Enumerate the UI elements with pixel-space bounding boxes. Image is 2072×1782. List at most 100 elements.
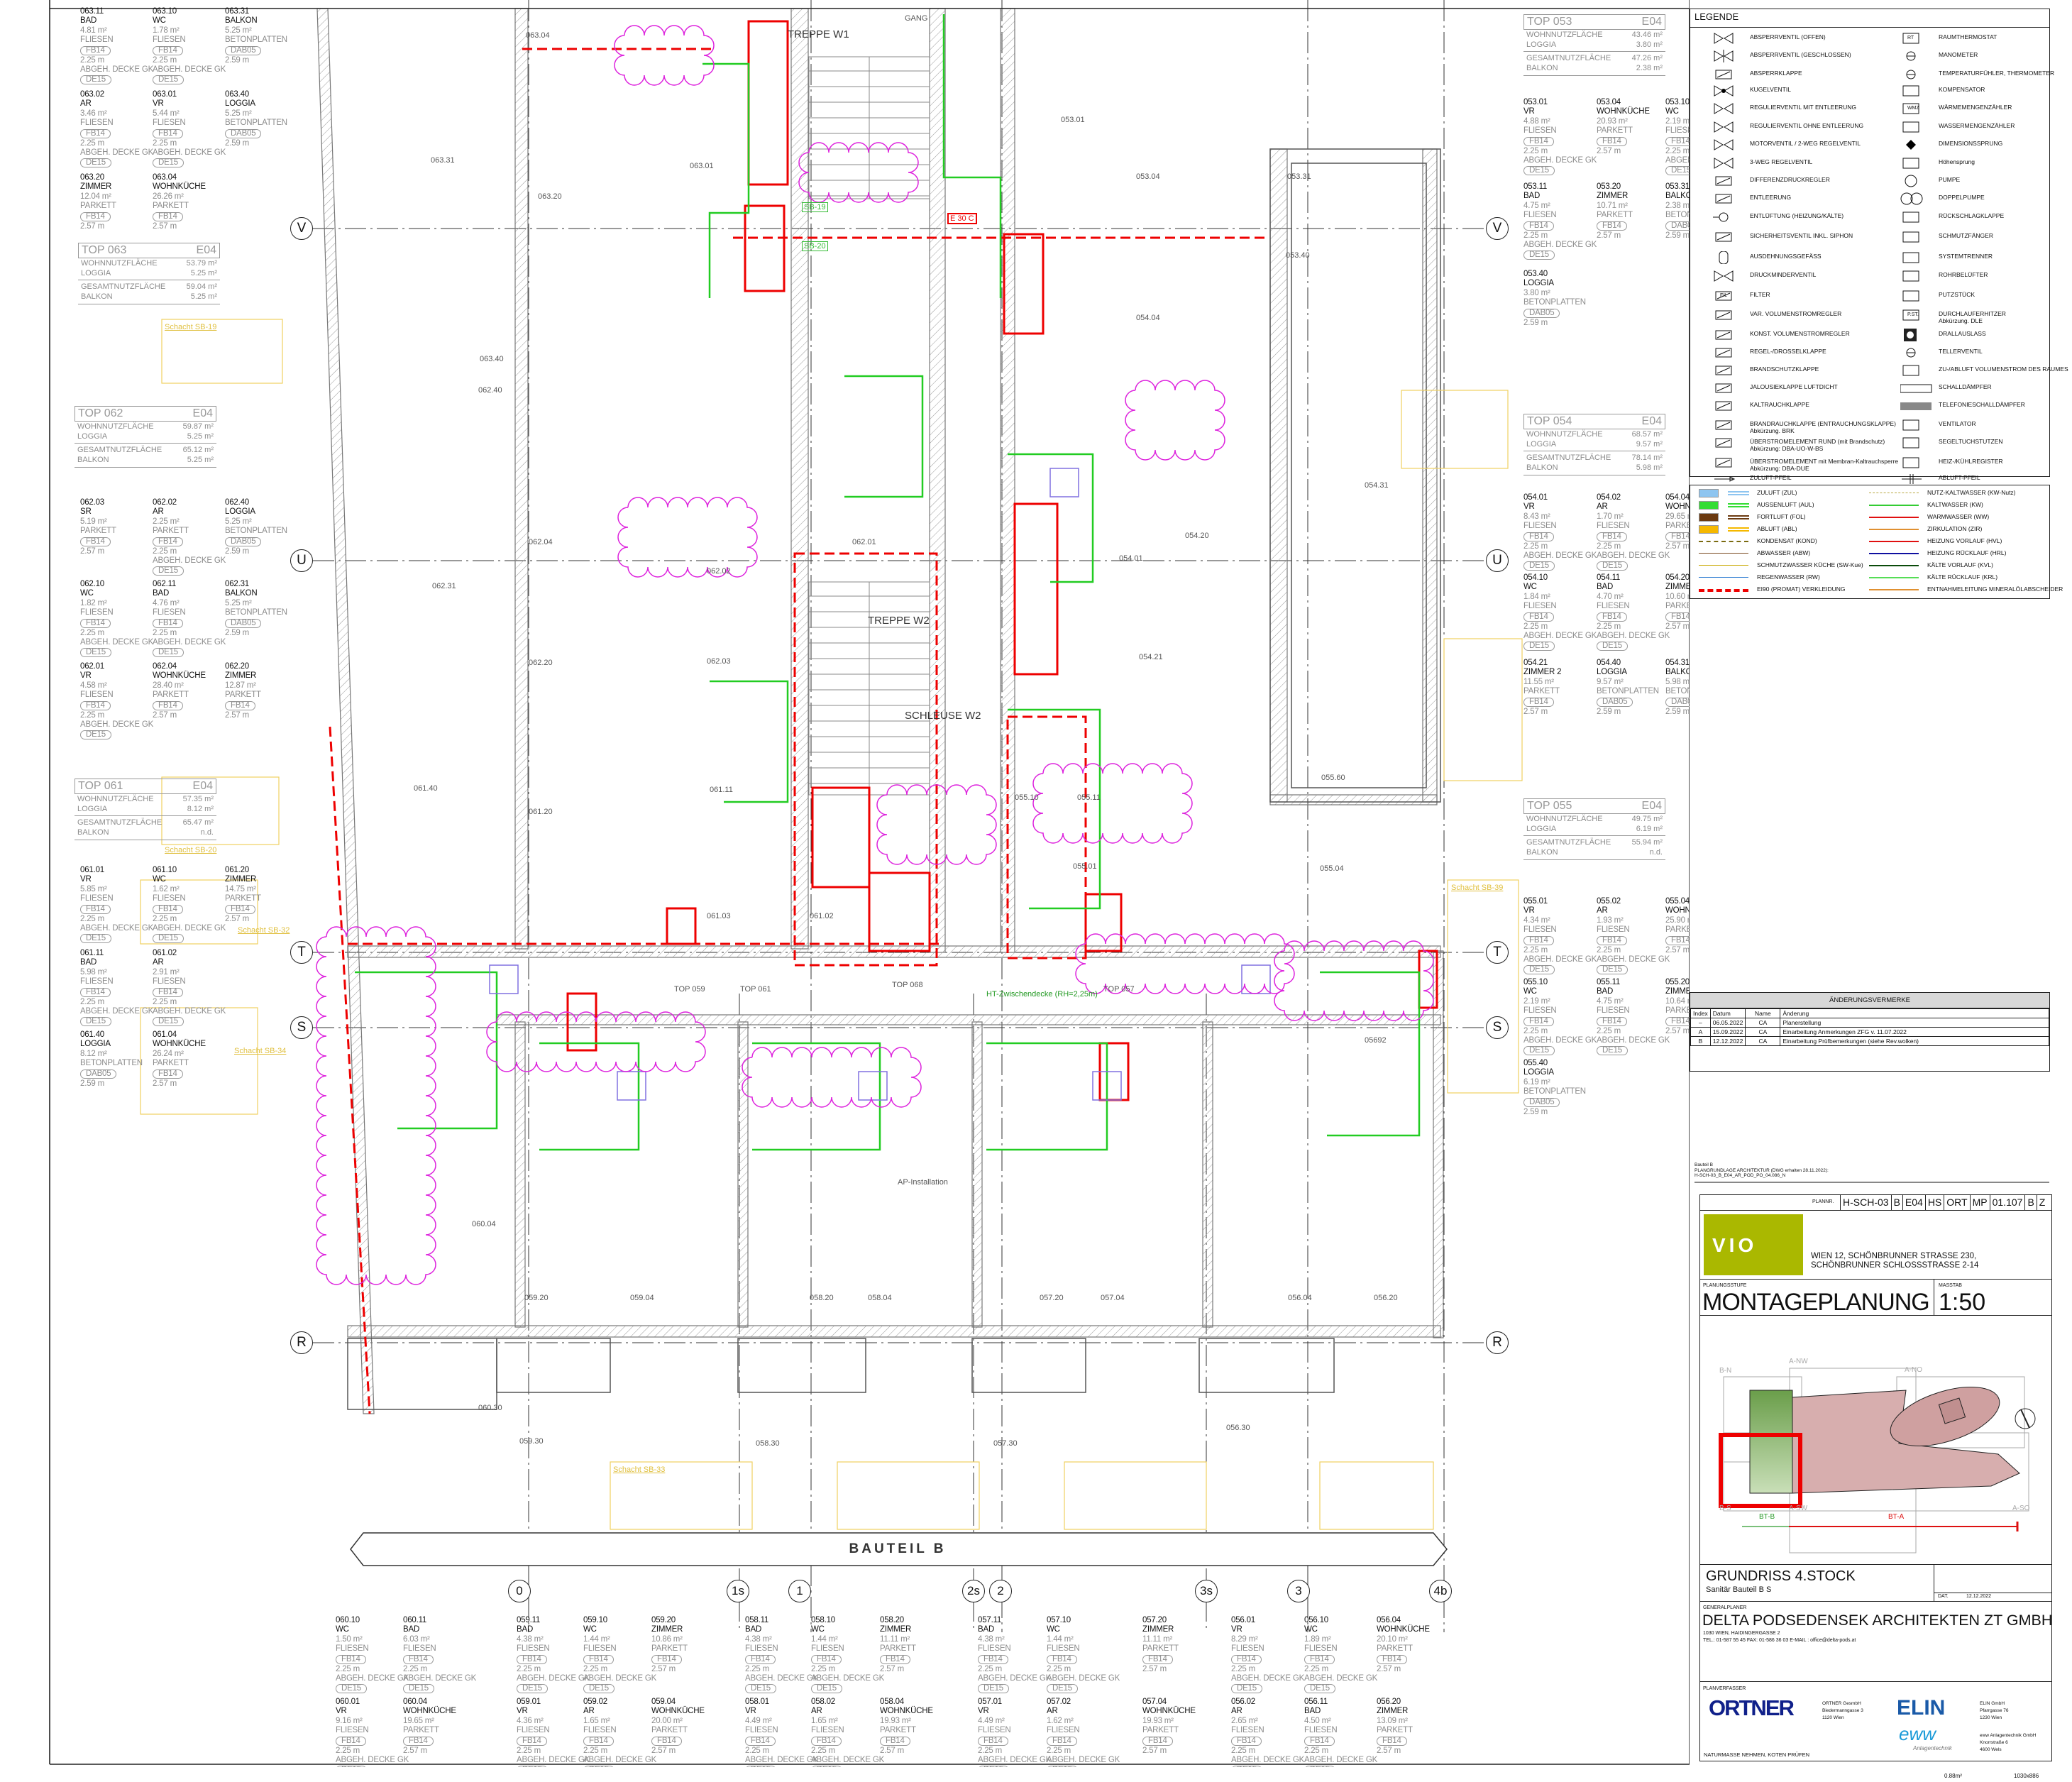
room-line: ABGEH. DECKE GK bbox=[1523, 955, 1597, 964]
room-line: 5.25 m² bbox=[225, 517, 287, 527]
room-line: 2.57 m bbox=[80, 547, 116, 556]
room-height: 2.59 m bbox=[80, 1079, 104, 1088]
address-line-1: WIEN 12, SCHÖNBRUNNER STRASSE 230, bbox=[1811, 1252, 1977, 1260]
room-number: 053.01 bbox=[1523, 98, 1548, 106]
floor-code: FB14 bbox=[1597, 136, 1627, 146]
room-line: 2.25 m bbox=[1523, 622, 1597, 632]
room-line: FB14 bbox=[1665, 612, 1690, 622]
regulating-valve-icon bbox=[1714, 121, 1734, 133]
keyplan-bauteil-a bbox=[1792, 1390, 2020, 1494]
room-line: FB14 bbox=[80, 700, 153, 711]
room-line: ABGEH. DECKE GK bbox=[1523, 1036, 1597, 1045]
floor-finish: PARKETT bbox=[1665, 925, 1690, 935]
room-line: FLIESEN bbox=[1523, 925, 1597, 935]
room-line: FLIESEN bbox=[153, 977, 226, 986]
ceiling-code: DE15 bbox=[336, 1766, 367, 1767]
room-line: BAD bbox=[153, 589, 226, 598]
room-line: PARKETT bbox=[1142, 1726, 1196, 1735]
room-line: 2.59 m bbox=[225, 547, 287, 556]
room-line: FB14 bbox=[651, 1654, 688, 1665]
room-line: 062.40 bbox=[225, 498, 287, 507]
ceiling-type: ABGEH. DECKE GK bbox=[745, 1756, 819, 1765]
room-line: BALKON bbox=[1665, 192, 1690, 201]
line-legend-label: FORTLUFT (FOL) bbox=[1757, 513, 1806, 520]
grid-axis-bubble-2s: 2s bbox=[962, 1580, 985, 1602]
address-line: ORTNER GesmbH bbox=[1822, 1701, 1861, 1706]
ceiling-type: ABGEH. DECKE GK bbox=[1523, 156, 1597, 165]
disc-valve-icon bbox=[1906, 348, 1916, 358]
room-line: ABGEH. DECKE GK bbox=[1523, 632, 1597, 641]
room-line: SR bbox=[80, 507, 116, 517]
legend-item-label: KALTRAUCHKLAPPE bbox=[1750, 401, 1809, 408]
double-pump-icon bbox=[1900, 192, 1923, 205]
line-legend-label: ZULUFT (ZUL) bbox=[1757, 489, 1797, 496]
room-line: FLIESEN bbox=[583, 1726, 656, 1735]
room-line: 2.57 m bbox=[651, 1747, 705, 1756]
room-line: DE15 bbox=[1597, 1045, 1670, 1056]
plan-label: TOP 068 bbox=[892, 981, 923, 989]
room-number: 058.20 bbox=[880, 1616, 904, 1624]
floor-code: DAB05 bbox=[1523, 1097, 1560, 1107]
room-number: 063.11 bbox=[80, 7, 104, 16]
room-line: PARKETT bbox=[1665, 602, 1690, 611]
room-name: BAD bbox=[153, 589, 170, 598]
room-name: WC bbox=[1047, 1625, 1060, 1634]
top-row-value: 59.04 m² bbox=[186, 282, 217, 291]
room-line: AR bbox=[811, 1707, 884, 1716]
floor-finish: FLIESEN bbox=[1231, 1726, 1264, 1735]
top-row-label: BALKON bbox=[1526, 64, 1558, 72]
line-legend-label: HEIZUNG RÜCKLAUF (HRL) bbox=[1927, 549, 2007, 556]
address-line: 1230 Wien bbox=[1980, 1715, 2002, 1720]
room-line: 2.25 m bbox=[1047, 1747, 1120, 1756]
plan-label: Schacht SB-39 bbox=[1451, 884, 1504, 892]
room-line: 060.10 bbox=[336, 1616, 409, 1625]
room-line: ABGEH. DECKE GK bbox=[153, 1007, 226, 1016]
differential-pressure-regulator-icon bbox=[1715, 176, 1732, 186]
top-row-label: GESAMTNUTZFLÄCHE bbox=[1526, 54, 1611, 62]
floor-code: FB14 bbox=[583, 1736, 614, 1746]
room-line: PARKETT bbox=[1523, 687, 1561, 696]
room-line: 14.75 m² bbox=[225, 885, 261, 894]
top-row-label: GESAMTNUTZFLÄCHE bbox=[77, 446, 162, 454]
ceiling-code: DE15 bbox=[1523, 251, 1555, 260]
ceiling-code: DE15 bbox=[80, 158, 111, 168]
room-height: 2.25 m bbox=[80, 710, 104, 720]
room-line: 056.01 bbox=[1231, 1616, 1304, 1625]
plan-label: 060.30 bbox=[478, 1404, 502, 1412]
room-line: 056.11 bbox=[1304, 1698, 1377, 1707]
room-line: BETONPLATTEN bbox=[1665, 211, 1690, 220]
grid-axis-bubble-V: V bbox=[1486, 217, 1509, 240]
plan-label: SCHLEUSE W2 bbox=[905, 710, 981, 722]
room-line: 063.02 bbox=[80, 90, 153, 99]
room-number: 055.04 bbox=[1665, 897, 1690, 906]
room-line: 4.75 m² bbox=[1523, 202, 1597, 211]
duct-line-sample bbox=[1728, 527, 1749, 532]
room-number: 063.01 bbox=[153, 90, 177, 99]
room-line: FB14 bbox=[153, 537, 226, 547]
floor-finish: PARKETT bbox=[1665, 602, 1690, 611]
project-address: WIEN 12, SCHÖNBRUNNER STRASSE 230, SCHÖN… bbox=[1811, 1252, 1978, 1270]
room-line: DE15 bbox=[745, 1765, 818, 1767]
room-line: 2.59 m bbox=[1523, 1108, 1586, 1117]
ceiling-type: ABGEH. DECKE GK bbox=[583, 1756, 657, 1765]
room-line: 057.01 bbox=[978, 1698, 1051, 1707]
room-area: 6.03 m² bbox=[403, 1634, 430, 1644]
room-area: 4.81 m² bbox=[80, 26, 107, 35]
room-height: 2.57 m bbox=[80, 221, 104, 231]
floor-finish: FLIESEN bbox=[583, 1726, 617, 1735]
room-line: 5.25 m² bbox=[225, 599, 287, 608]
keyplan-label: B-S bbox=[1719, 1505, 1731, 1512]
room-line: 6.19 m² bbox=[1523, 1078, 1586, 1087]
ceiling-code: DE15 bbox=[153, 158, 184, 168]
room-area: 1.93 m² bbox=[1597, 915, 1624, 925]
